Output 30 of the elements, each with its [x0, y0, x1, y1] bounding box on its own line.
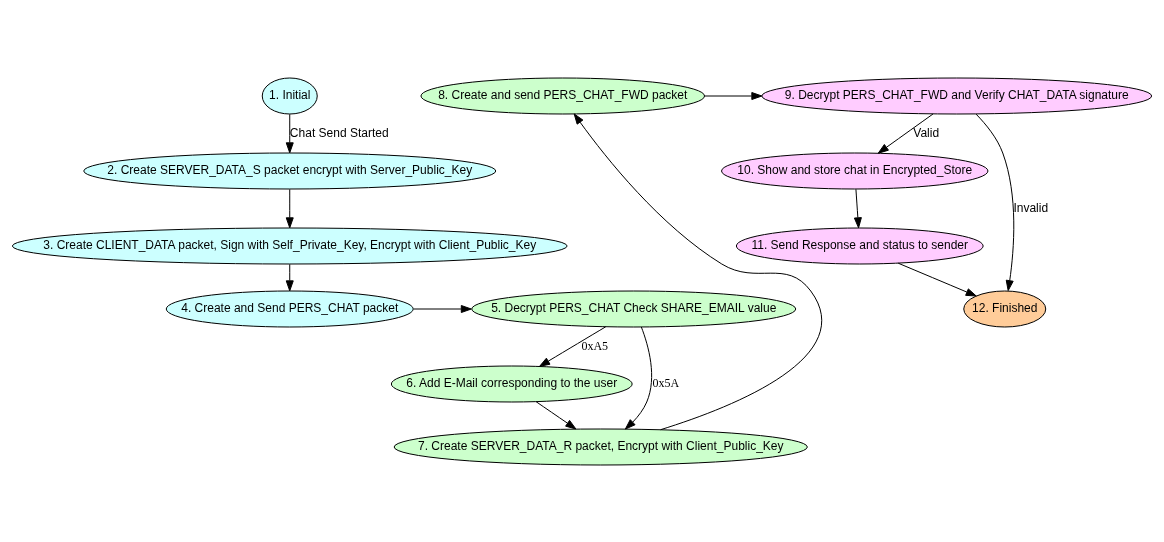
- edge-label: Chat Send Started: [289, 125, 389, 140]
- edge-label: 0xA5: [581, 338, 609, 353]
- node-ellipse: 6. Add E-Mail corresponding to the user: [390, 365, 633, 402]
- node-ellipse: 1. Initial: [261, 77, 318, 114]
- node-ellipse: 12. Finished: [963, 290, 1047, 327]
- edge-label: 0x5A: [652, 375, 680, 390]
- arrow: [573, 112, 823, 430]
- node-ellipse: 8. Create and send PERS_CHAT_FWD packet: [420, 77, 706, 114]
- arrow: [624, 326, 653, 430]
- node-ellipse: 9. Decrypt PERS_CHAT_FWD and Verify CHAT_DATA signature: [761, 77, 1153, 114]
- arrow: [897, 262, 977, 296]
- arrow: [535, 400, 577, 429]
- node-ellipse: 4. Create and Send PERS_CHAT packet: [165, 290, 414, 327]
- arrow: [853, 188, 862, 228]
- node-ellipse: 5. Decrypt PERS_CHAT Check SHARE_EMAIL value: [471, 290, 797, 327]
- arrow: [285, 263, 294, 291]
- arrow: [413, 304, 472, 313]
- node-ellipse: 2. Create SERVER_DATA_S packet encrypt with Server_Public_Key: [83, 152, 497, 189]
- edge-label: Invalid: [1013, 200, 1049, 215]
- node-ellipse: 7. Create SERVER_DATA_R packet, Encrypt with Client_Public_Key: [393, 428, 808, 465]
- arrow: [975, 113, 1015, 291]
- arrow: [285, 188, 294, 228]
- arrow: [285, 113, 294, 153]
- arrow: [539, 325, 607, 367]
- arrow: [877, 112, 934, 154]
- edge-label: Valid: [913, 125, 940, 140]
- node-ellipse: 11. Send Response and status to sender: [735, 227, 984, 264]
- arrow: [704, 91, 763, 100]
- node-ellipse: 3. Create CLIENT_DATA packet, Sign with Self_Private_Key, Encrypt with Client_Public_Key: [11, 227, 568, 264]
- node-ellipse: 10. Show and store chat in Encrypted_Store: [721, 152, 989, 189]
